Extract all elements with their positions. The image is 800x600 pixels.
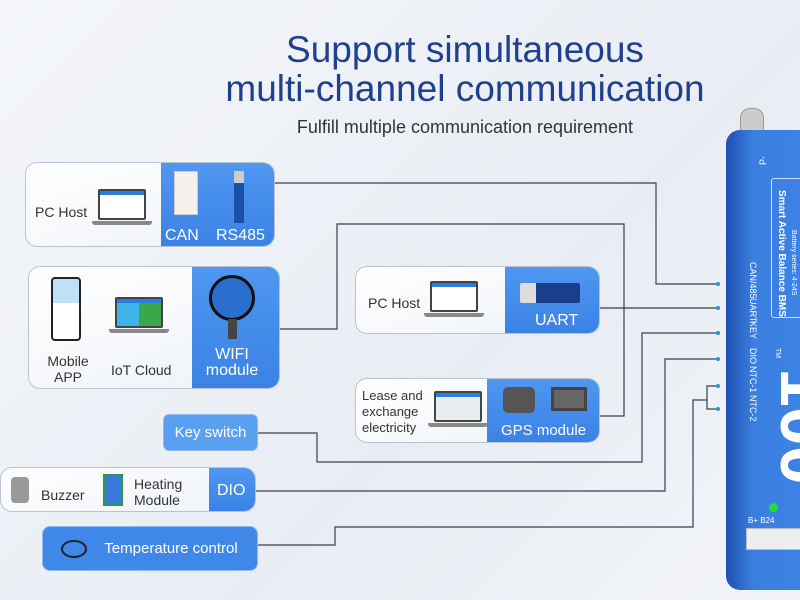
wifi-module-icon: [209, 275, 255, 321]
connector: [746, 528, 800, 550]
buzzer-label: Buzzer: [41, 487, 85, 503]
line-can-rs485: [275, 182, 717, 285]
port-ntc1: NTC-1: [748, 366, 758, 393]
gps-bracket-icon: [551, 387, 587, 411]
laptop-map-icon: [428, 391, 488, 427]
pc-can-rs485-card: PC Host CAN RS485: [25, 162, 275, 247]
uart-label: UART: [535, 312, 579, 329]
line-ntc-bracket: [706, 385, 717, 410]
title-line-1: Support simultaneous: [286, 29, 644, 70]
dio-label: DIO: [217, 482, 246, 499]
subtitle: Fulfill multiple communication requireme…: [296, 117, 634, 137]
laptop-icon: [92, 189, 152, 225]
buzzer-icon: [11, 477, 29, 503]
port-ntc2: NTC-2: [748, 395, 758, 422]
phone-icon: [51, 277, 81, 341]
port-can485: CAN/485: [748, 262, 758, 299]
wifi-card: Mobile APP IoT Cloud WIFI module: [28, 266, 280, 389]
lease-label: Lease and exchange electricity: [362, 388, 423, 435]
terminal-label: B+ B24: [748, 516, 775, 525]
device-name: Smart Active Balance BMS: [776, 190, 787, 317]
bms-device: P- CAN/485 UART KEY DIO NTC-1 NTC-2 Smar…: [726, 130, 800, 590]
gps-module-label: GPS module: [501, 422, 587, 439]
pc-host-label: PC Host: [368, 295, 421, 311]
usb-rs485-icon: [234, 171, 244, 223]
usb-uart-icon: [520, 283, 580, 303]
wifi-module-label: WIFI module: [205, 346, 259, 379]
status-led: [769, 503, 778, 512]
laptop-icon: [424, 281, 484, 317]
can-label: CAN: [165, 227, 199, 244]
brand-logo: 100: [766, 368, 800, 485]
temperature-control-box: Temperature control: [42, 526, 258, 571]
gps-card: Lease and exchange electricity GPS modul…: [355, 378, 600, 443]
rs485-label: RS485: [216, 227, 265, 244]
heating-label: Heating Module: [134, 476, 183, 508]
label-panel: [771, 178, 800, 318]
pc-host-label: PC Host: [35, 204, 88, 220]
title-line-2: multi-channel communication: [225, 68, 705, 109]
mobile-app-label: Mobile APP: [47, 353, 89, 385]
p-label: P-: [758, 156, 768, 165]
temperature-label: Temperature control: [104, 540, 238, 557]
line-dio: [256, 358, 717, 492]
line-wifi-gps: [280, 223, 625, 417]
tm-mark: TM: [774, 348, 781, 359]
port-key: KEY: [748, 321, 758, 340]
port-dio: DIO: [748, 348, 758, 365]
key-switch-box: Key switch: [163, 414, 258, 451]
gps-module-icon: [503, 387, 535, 413]
dio-card: Buzzer Heating Module DIO: [0, 467, 256, 512]
line-key: [258, 332, 717, 463]
temperature-probe-icon: [61, 540, 87, 558]
laptop-icon: [109, 297, 169, 333]
heating-module-icon: [103, 474, 123, 506]
can-adapter-icon: [174, 171, 198, 215]
iot-cloud-label: IoT Cloud: [111, 362, 172, 378]
port-uart: UART: [748, 298, 758, 323]
battery-series: Battery series: 4-24S: [790, 230, 797, 296]
line-ntc: [258, 399, 707, 546]
uart-card: PC Host UART: [355, 266, 600, 334]
